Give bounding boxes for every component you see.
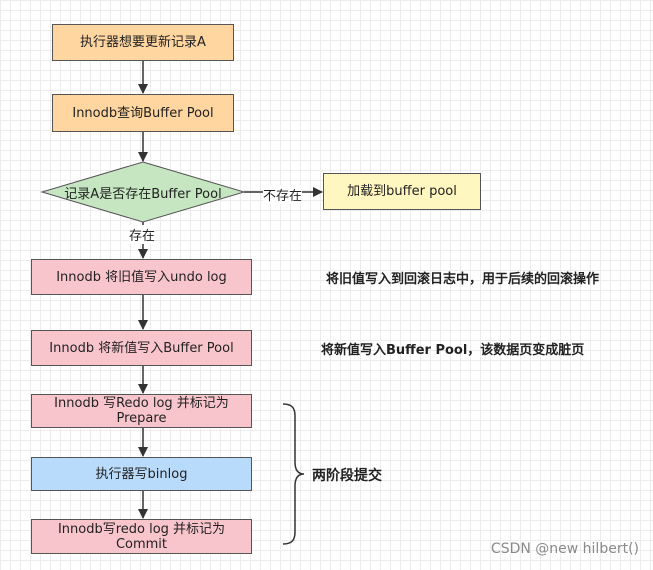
step-redo-commit-line1: Innodb写redo log 并标记为 [57,521,226,537]
step-redo-commit-line2: Commit [115,536,168,552]
step-write-buffer-pool-label: Innodb 将新值写入Buffer Pool [49,340,234,356]
step-load-buffer-pool-label: 加载到buffer pool [347,184,457,199]
step-query-buffer-pool: Innodb查询Buffer Pool [52,94,234,132]
step-redo-commit: Innodb写redo log 并标记为 Commit [31,519,252,554]
step-update-record-label: 执行器想要更新记录A [80,35,206,50]
step-write-binlog: 执行器写binlog [31,457,252,491]
watermark: CSDN @new hilbert() [490,541,639,557]
step-redo-prepare: Innodb 写Redo log 并标记为 Prepare [31,394,252,428]
step-update-record: 执行器想要更新记录A [52,24,234,61]
step-load-buffer-pool: 加载到buffer pool [323,173,481,210]
two-phase-brace [282,403,305,545]
decision-label: 记录A是否存在Buffer Pool [42,162,244,222]
step-query-buffer-pool-label: Innodb查询Buffer Pool [72,105,214,121]
step-write-undo-log: Innodb 将旧值写入undo log [31,259,252,295]
step-redo-prepare-line2: Prepare [116,411,167,426]
step-write-binlog-label: 执行器写binlog [95,466,188,482]
note-two-phase: 两阶段提交 [312,468,382,484]
step-write-buffer-pool: Innodb 将新值写入Buffer Pool [31,330,252,366]
step-write-undo-log-label: Innodb 将旧值写入undo log [56,269,227,285]
no-exist-label: 不存在 [263,185,303,204]
exist-label: 存在 [129,225,156,244]
note-undo: 将旧值写入到回滚日志中，用于后续的回滚操作 [326,272,600,287]
step-redo-prepare-line1: Innodb 写Redo log 并标记为 [54,396,229,411]
decision-text: 记录A是否存在Buffer Pool [64,186,222,202]
note-buffer: 将新值写入Buffer Pool，该数据页变成脏页 [321,343,585,358]
